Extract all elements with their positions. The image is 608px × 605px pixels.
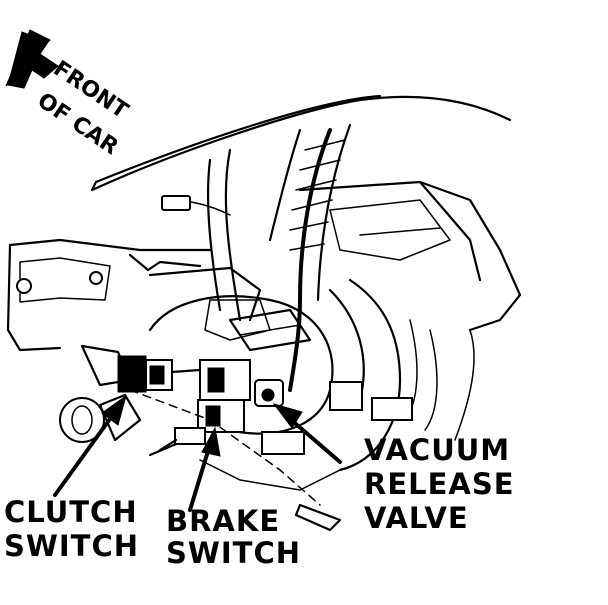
vacuum-hose bbox=[129, 389, 342, 532]
clutch-switch-label-line1: CLUTCH bbox=[4, 495, 138, 529]
vacuum-release-valve-label-line2: RELEASE bbox=[364, 467, 515, 501]
vacuum-valve-leader bbox=[272, 403, 342, 464]
clutch-switch-label-line2: SWITCH bbox=[4, 529, 139, 563]
vacuum-release-valve-label-line3: VALVE bbox=[364, 501, 469, 535]
brake-switch-label-line2: SWITCH bbox=[166, 536, 301, 570]
brake-switch-part bbox=[148, 359, 251, 457]
clutch-switch-part bbox=[59, 344, 202, 443]
brake-switch-leader bbox=[188, 426, 221, 512]
dash-panel bbox=[90, 94, 522, 441]
wire-harness bbox=[161, 123, 402, 491]
pedal-housing bbox=[148, 295, 334, 435]
mounting-bracket bbox=[6, 238, 262, 352]
brake-switch-label-line1: BRAKE bbox=[166, 504, 280, 538]
vacuum-release-valve-label-line1: VACUUM bbox=[364, 433, 510, 467]
arrow-left-up-icon bbox=[5, 29, 59, 89]
clutch-switch-leader bbox=[53, 394, 127, 497]
vacuum-release-valve-part bbox=[254, 379, 413, 455]
